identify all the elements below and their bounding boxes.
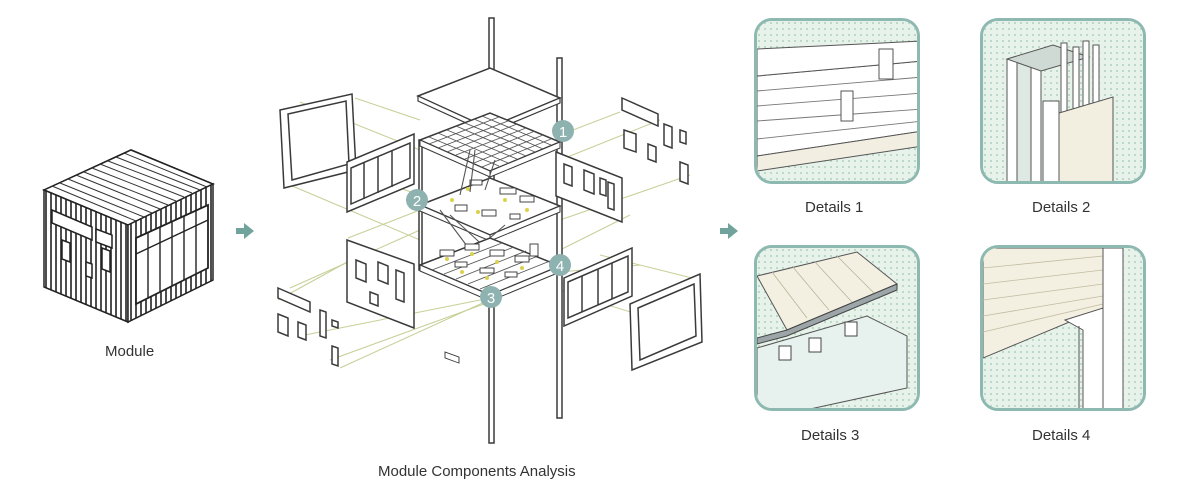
details-4-label: Details 4 (1032, 427, 1091, 444)
module-label: Module (105, 343, 155, 360)
arrow-right-icon (236, 223, 254, 239)
analysis-label: Module Components Analysis (378, 463, 576, 480)
detail-card-4 (980, 245, 1146, 411)
svg-text:4: 4 (556, 258, 564, 275)
svg-text:1: 1 (559, 124, 567, 141)
detail-card-1 (754, 18, 920, 184)
marker-1: 1 (552, 120, 574, 142)
arrow-right-icon (720, 223, 738, 239)
marker-3: 3 (480, 286, 502, 308)
detail-card-3 (754, 245, 920, 411)
marker-4: 4 (549, 254, 571, 276)
svg-text:2: 2 (413, 193, 421, 210)
detail-card-2 (980, 18, 1146, 184)
details-3-label: Details 3 (801, 427, 860, 444)
svg-text:3: 3 (487, 290, 495, 307)
marker-2: 2 (406, 189, 428, 211)
details-1-label: Details 1 (805, 199, 864, 216)
details-2-label: Details 2 (1032, 199, 1091, 216)
